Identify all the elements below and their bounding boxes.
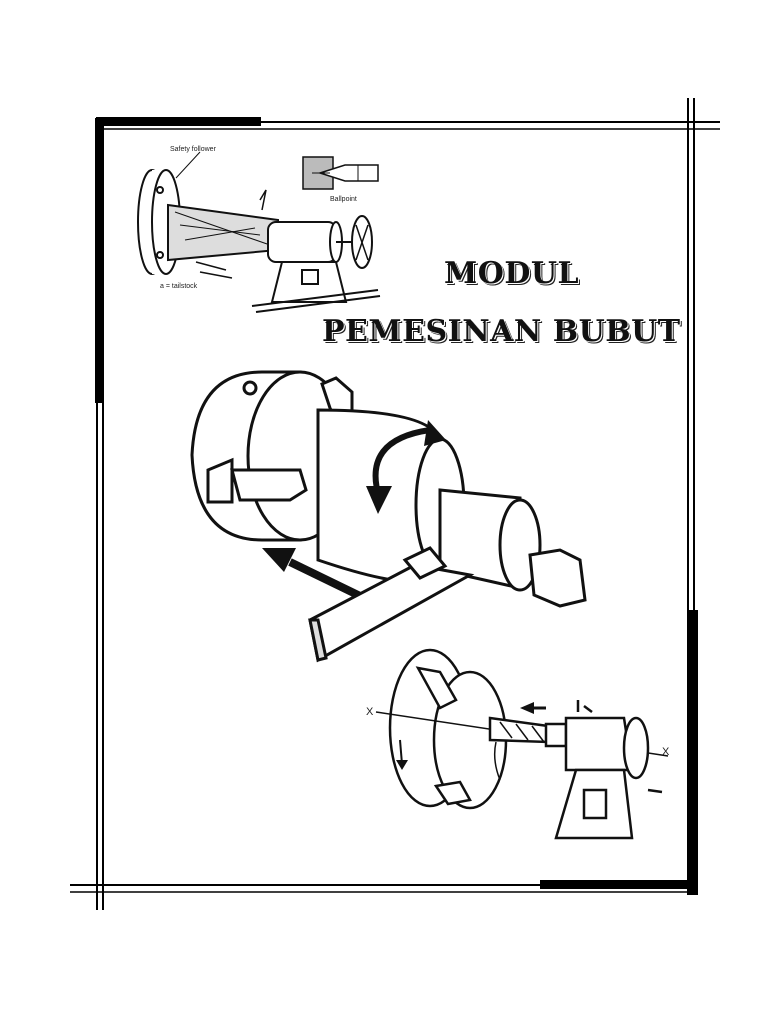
axis-label-right: X bbox=[662, 746, 670, 758]
lathe-follower-illustration bbox=[137, 151, 381, 313]
ballpoint-label: Ballpoint bbox=[330, 196, 357, 203]
lathe-drilling-illustration bbox=[375, 648, 669, 840]
decorative-frame bbox=[70, 98, 720, 910]
document-title-line1: MODUL bbox=[444, 256, 580, 291]
safety-follower-label: Safety follower bbox=[170, 146, 216, 153]
chuck-turning-illustration bbox=[190, 370, 587, 663]
tailstock-label: a = tailstock bbox=[160, 283, 198, 290]
document-title-line2: PEMESINAN BUBUT bbox=[322, 314, 681, 349]
axis-label-left: X bbox=[366, 706, 374, 718]
